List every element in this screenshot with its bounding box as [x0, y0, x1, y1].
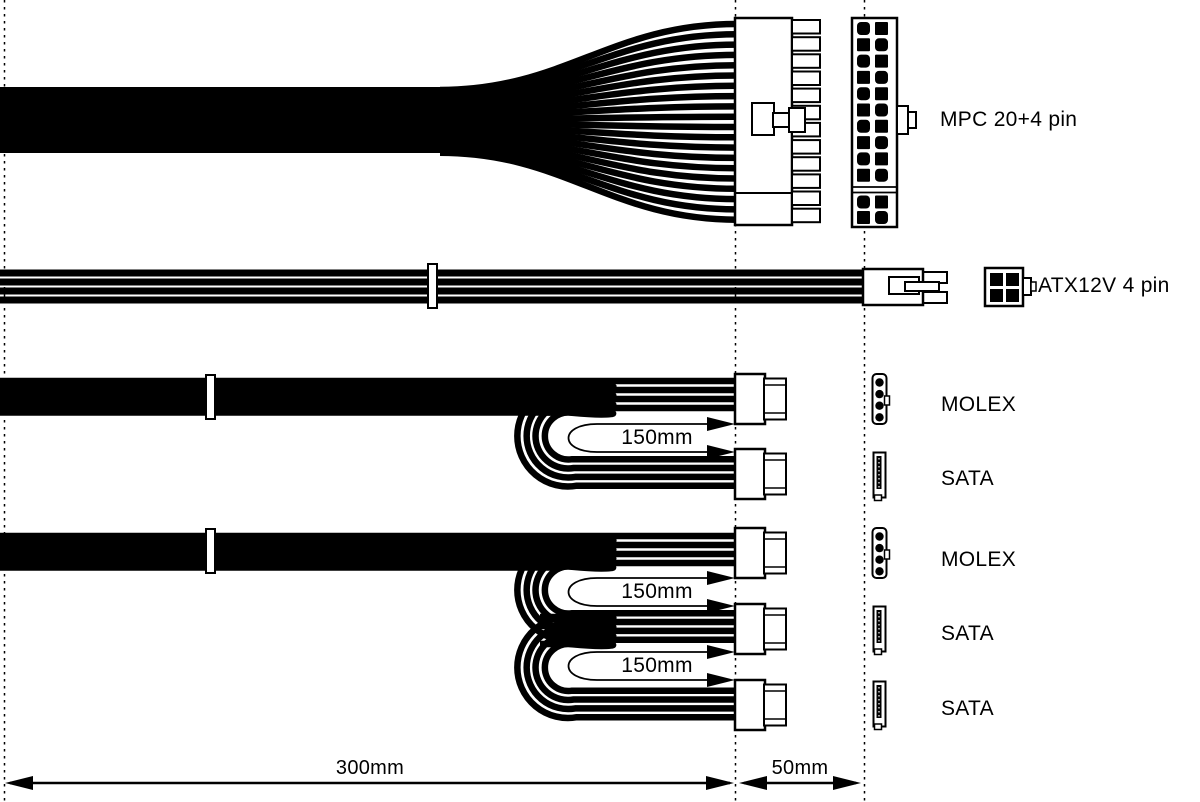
molex-face-icon — [871, 373, 891, 425]
label-molex-1: MOLEX — [941, 393, 1017, 416]
label-molex-2: MOLEX — [941, 548, 1017, 571]
cable-tie — [427, 263, 438, 309]
molex-face-icon — [871, 527, 891, 579]
atx12v-connector-face-icon — [983, 266, 1037, 308]
label-sata-2: SATA — [941, 622, 994, 645]
sata-face-icon — [872, 680, 887, 731]
cable-tie — [205, 374, 216, 420]
peripheral-cable-1-wires — [0, 377, 737, 416]
mpc-fanout-wires — [439, 20, 738, 223]
label-length-150mm-1: 150mm — [621, 426, 693, 449]
atx12v-connector-side — [861, 267, 948, 307]
label-length-150mm-3: 150mm — [621, 654, 693, 677]
sata-face-icon — [872, 451, 887, 502]
peripheral-cable-2-wires — [0, 532, 737, 571]
cable-tie — [205, 528, 216, 574]
molex-plug-side — [733, 372, 788, 426]
label-atx12v-connector: ATX12V 4 pin — [1038, 274, 1170, 297]
label-sata-3: SATA — [941, 697, 994, 720]
label-length-300mm: 300mm — [335, 757, 405, 779]
dimension-arrow-300mm — [5, 776, 734, 790]
sata-plug-side — [733, 447, 788, 501]
sata-plug-side — [733, 602, 788, 656]
label-length-150mm-2: 150mm — [621, 580, 693, 603]
mpc-connector-face-icon — [850, 16, 917, 229]
dimension-arrow-50mm — [739, 776, 861, 790]
label-sata-1: SATA — [941, 467, 994, 490]
mpc-latch — [751, 102, 806, 136]
sata-face-icon — [872, 605, 887, 656]
mpc-face-latch-tab — [896, 105, 917, 135]
mpc-connector-side — [733, 16, 821, 227]
molex-plug-side — [733, 526, 788, 580]
label-mpc-connector: MPC 20+4 pin — [940, 108, 1078, 131]
sata-plug-side — [733, 678, 788, 732]
mpc-cable-trunk — [0, 87, 452, 153]
label-length-50mm: 50mm — [771, 757, 829, 779]
